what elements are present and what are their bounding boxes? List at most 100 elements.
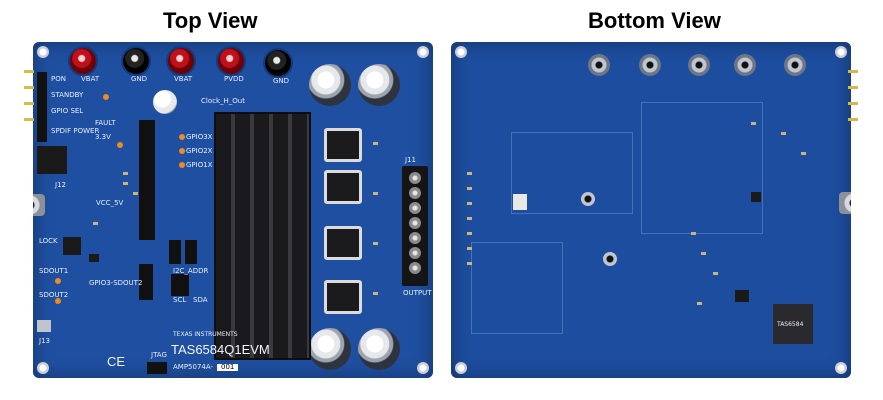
smd-component (373, 242, 378, 245)
terminal-screw (409, 232, 421, 244)
label-j13: J13 (39, 337, 50, 345)
smd-component (697, 302, 702, 305)
rca-jack (33, 194, 45, 216)
electrolytic-capacitor (309, 328, 351, 370)
gold-pin (848, 70, 858, 73)
mount-hole (455, 362, 467, 374)
terminal-screw (409, 262, 421, 274)
inductor (324, 226, 362, 260)
label-gpio3x: GPIO3X (186, 133, 213, 141)
smd-component (467, 187, 472, 190)
smd-component (93, 222, 98, 225)
spdif-connector (37, 146, 67, 174)
label-lock: LOCK (39, 237, 58, 245)
label-vcc: VCC_5V (96, 199, 124, 207)
status-led (103, 94, 109, 100)
electrolytic-capacitor (358, 328, 400, 370)
header (185, 240, 197, 264)
inductor (324, 280, 362, 314)
binding-post-underside (688, 54, 710, 76)
gold-pin (24, 118, 34, 121)
smd-component (373, 292, 378, 295)
pvdd-binding-post (218, 48, 244, 74)
gpio2-led (179, 148, 185, 154)
label-gpio1x: GPIO1X (186, 161, 213, 169)
mount-hole (417, 46, 429, 58)
inductor (324, 128, 362, 162)
ic-chip (89, 254, 99, 262)
label-gnd-2: GND (273, 77, 290, 85)
main-processor-chip (773, 304, 813, 344)
copper-pour (471, 242, 563, 334)
jumper-header-column (37, 72, 47, 142)
label-sdout1: SDOUT1 (39, 267, 69, 275)
brand-label: TEXAS INSTRUMENTS (173, 331, 238, 338)
label-gpio2x: GPIO2X (186, 147, 213, 155)
board-name: TAS6584Q1EVM (171, 342, 270, 357)
mount-hole (835, 46, 847, 58)
gnd-binding-post-2 (265, 50, 291, 76)
smd-component (133, 192, 138, 195)
smd-component (467, 247, 472, 250)
gpio1-led (179, 162, 185, 168)
smd-component (467, 217, 472, 220)
smd-component (467, 232, 472, 235)
terminal-screw (409, 247, 421, 259)
label-vbat-2: VBAT (174, 75, 193, 83)
smd-component (691, 232, 696, 235)
bottom-view-board: TAS6584 (451, 42, 851, 378)
smd-component (751, 122, 756, 125)
label-scl: SCL (173, 296, 187, 304)
smd-component (123, 182, 128, 185)
part-number: AMP5074A- (173, 363, 214, 371)
copper-pour (511, 132, 633, 214)
terminal-screw (409, 217, 421, 229)
smd-component (467, 202, 472, 205)
copper-pour (641, 102, 763, 234)
ic-chip (735, 290, 749, 302)
label-gpio3-sdout2: GPIO3-SDOUT2 (89, 279, 143, 287)
terminal-screw (409, 172, 421, 184)
standoff (603, 252, 617, 266)
electrolytic-capacitor (309, 64, 351, 106)
ic-chip (63, 237, 81, 255)
label-pvdd: PVDD (224, 75, 244, 83)
output-terminal-block (402, 166, 428, 286)
bottom-view-title: Bottom View (588, 8, 721, 33)
label-sticker (513, 194, 527, 210)
label-sdout2: SDOUT2 (39, 291, 69, 299)
binding-post-underside (639, 54, 661, 76)
gold-pin (848, 86, 858, 89)
chip-marking: TAS6584 (777, 321, 804, 328)
gnd-binding-post (123, 48, 149, 74)
top-view-board: VBAT GND VBAT PVDD GND OUTPUT J11 PON ST… (33, 42, 433, 378)
terminal-screw (409, 187, 421, 199)
ce-mark: CE (107, 354, 126, 369)
label-j11: J11 (405, 156, 416, 164)
smd-component (373, 192, 378, 195)
gold-pin (848, 118, 858, 121)
label-gpio-sel: GPIO SEL (51, 107, 84, 115)
revision-sticker: 001 (217, 364, 239, 371)
mount-hole (455, 46, 467, 58)
label-fault: FAULT (95, 119, 116, 127)
label-sda: SDA (193, 296, 208, 304)
mount-hole (835, 362, 847, 374)
label-pon: PON (51, 75, 66, 83)
usb-connector (37, 320, 51, 332)
status-led (55, 278, 61, 284)
small-capacitor (153, 90, 177, 114)
jtag-header (147, 362, 167, 374)
label-spdif-power: SPDIF POWER (51, 127, 100, 135)
label-output: OUTPUT (403, 289, 432, 297)
status-led (55, 298, 61, 304)
label-clock-out: Clock_H_Out (201, 97, 245, 105)
binding-post-underside (588, 54, 610, 76)
label-gnd: GND (131, 75, 148, 83)
status-led (117, 142, 123, 148)
electrolytic-capacitor (358, 64, 400, 106)
smd-component (781, 132, 786, 135)
vbat-binding-post (70, 48, 96, 74)
heatsink (214, 112, 311, 360)
gold-pin (848, 102, 858, 105)
